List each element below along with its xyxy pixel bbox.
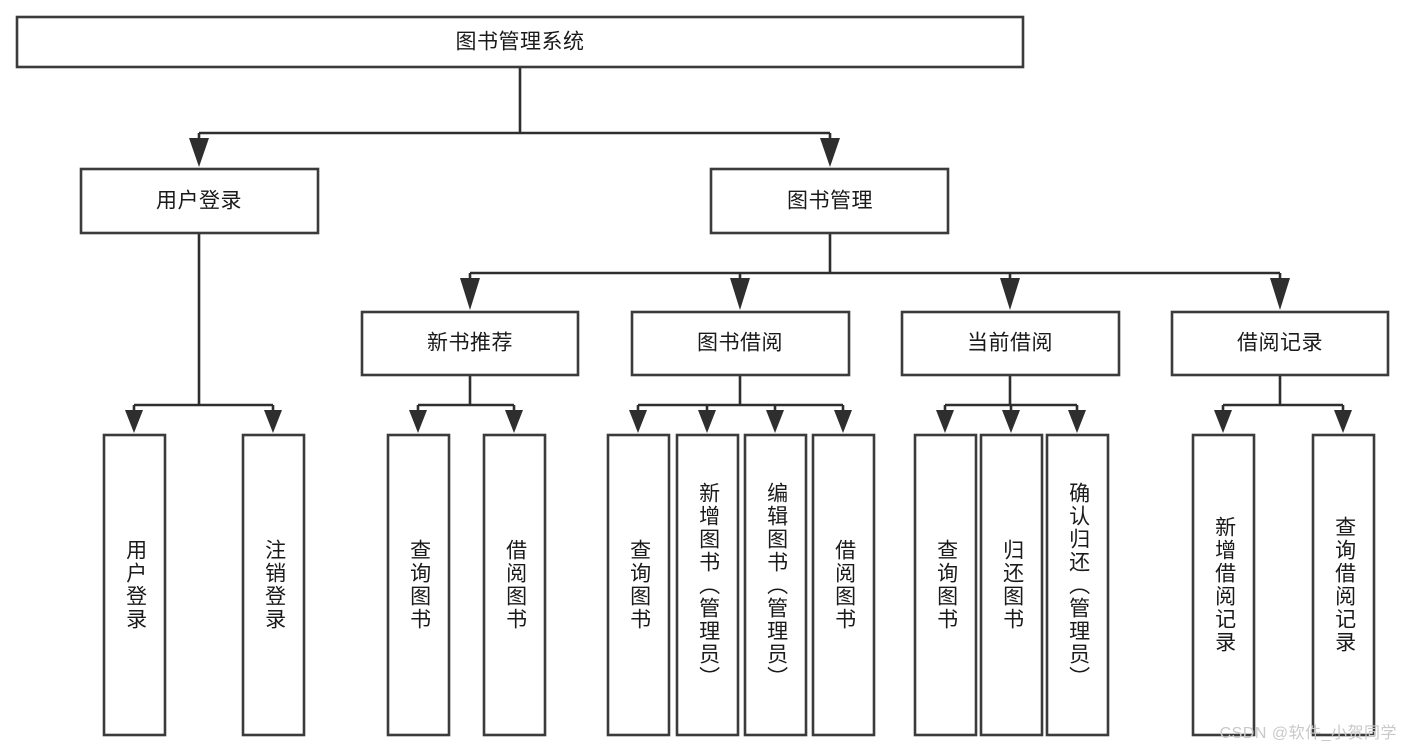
connectors-user-login-to-leaves <box>125 233 282 433</box>
arrowhead-leaf-borrow-book-1 <box>505 410 523 433</box>
arrowhead-leaf-return-book <box>1002 410 1020 433</box>
connectors-current-borrow-to-leaves <box>936 375 1086 433</box>
node-user-login-label: 用户登录 <box>156 190 242 213</box>
node-new-book-recommend-label: 新书推荐 <box>427 332 513 355</box>
leaf-box-query-book-3[interactable] <box>913 433 978 737</box>
connectors-root-to-level2 <box>189 68 840 167</box>
leaf-box-return-book[interactable] <box>979 433 1044 737</box>
leaf-box-borrow-book-2[interactable] <box>811 433 876 737</box>
arrowhead-new-book-recommend <box>460 278 480 310</box>
arrowhead-leaf-add-book <box>698 410 716 433</box>
node-root[interactable]: 图书管理系统 <box>15 15 1025 69</box>
connectors-book-management-to-level3 <box>460 233 1290 310</box>
connectors-borrow-record-to-leaves <box>1214 375 1352 433</box>
arrowhead-book-management <box>820 138 840 167</box>
node-borrow-record-box[interactable] <box>1170 310 1390 377</box>
node-book-management[interactable]: 图书管理 <box>709 167 950 235</box>
leaf-boxes <box>102 433 1376 737</box>
arrowhead-user-login <box>189 138 209 167</box>
connectors-new-book-recommend-to-leaves <box>409 375 523 433</box>
arrowhead-leaf-add-record <box>1214 410 1232 433</box>
node-book-management-label: 图书管理 <box>787 190 873 213</box>
node-book-management-box[interactable] <box>709 167 950 235</box>
node-user-login[interactable]: 用户登录 <box>79 167 320 235</box>
leaf-box-logout[interactable] <box>241 433 306 737</box>
arrowhead-leaf-query-book-3 <box>936 410 954 433</box>
arrowhead-leaf-query-record <box>1334 410 1352 433</box>
leaf-box-borrow-book-1[interactable] <box>482 433 547 737</box>
arrowhead-leaf-user-login <box>125 410 143 433</box>
node-root-label: 图书管理系统 <box>456 31 585 54</box>
arrowhead-leaf-edit-book <box>766 410 784 433</box>
leaf-box-query-book-2[interactable] <box>606 433 671 737</box>
leaf-box-query-book-1[interactable] <box>386 433 451 737</box>
arrowhead-borrow-record <box>1270 278 1290 310</box>
arrowhead-leaf-borrow-book-2 <box>834 410 852 433</box>
node-new-book-recommend-box[interactable] <box>360 310 580 377</box>
leaf-box-user-login[interactable] <box>102 433 167 737</box>
node-user-login-box[interactable] <box>79 167 320 235</box>
arrowhead-current-borrow <box>1000 278 1020 310</box>
node-book-borrow[interactable]: 图书借阅 <box>630 310 851 377</box>
node-book-borrow-label: 图书借阅 <box>697 332 783 355</box>
arrowhead-leaf-logout <box>264 410 282 433</box>
connectors-book-borrow-to-leaves <box>629 375 852 433</box>
node-current-borrow[interactable]: 当前借阅 <box>900 310 1121 377</box>
leaf-box-add-book[interactable] <box>675 433 740 737</box>
leaf-box-edit-book[interactable] <box>743 433 808 737</box>
leaf-box-query-record[interactable] <box>1311 433 1376 737</box>
leaf-box-confirm-return[interactable] <box>1045 433 1110 737</box>
node-current-borrow-label: 当前借阅 <box>967 332 1053 355</box>
arrowhead-leaf-query-book-1 <box>409 410 427 433</box>
node-book-borrow-box[interactable] <box>630 310 851 377</box>
node-borrow-record[interactable]: 借阅记录 <box>1170 310 1390 377</box>
arrowhead-leaf-confirm-return <box>1068 410 1086 433</box>
node-current-borrow-box[interactable] <box>900 310 1121 377</box>
watermark-text: CSDN @软件_小贺同学 <box>1219 725 1397 742</box>
node-new-book-recommend[interactable]: 新书推荐 <box>360 310 580 377</box>
arrowhead-book-borrow <box>730 278 750 310</box>
arrowhead-leaf-query-book-2 <box>629 410 647 433</box>
node-root-box[interactable] <box>15 15 1025 69</box>
leaf-box-add-record[interactable] <box>1191 433 1256 737</box>
node-borrow-record-label: 借阅记录 <box>1237 332 1323 355</box>
